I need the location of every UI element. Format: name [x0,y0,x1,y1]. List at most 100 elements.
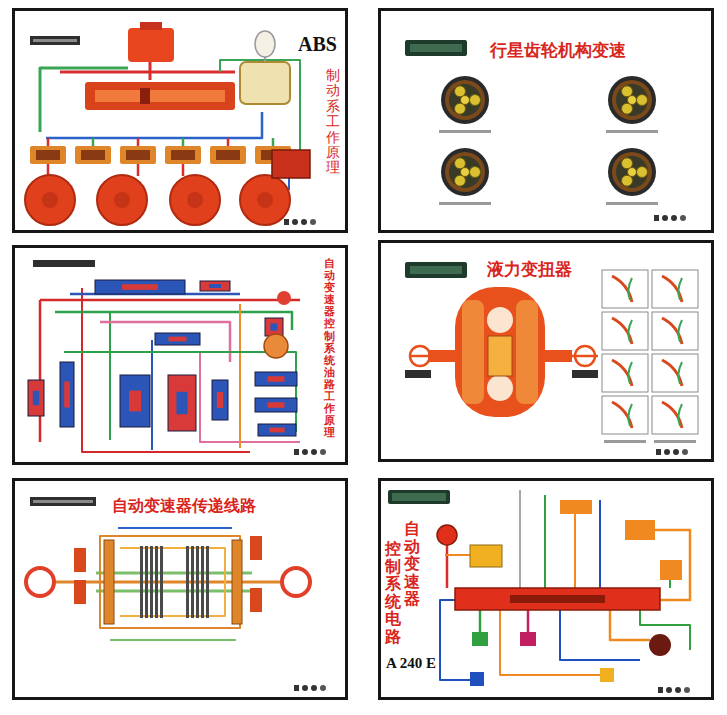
valve-body [255,372,297,386]
gear-caption-bar [606,130,658,133]
valve-feed [182,138,185,146]
valve-spool [268,402,285,408]
oil-line [64,352,296,432]
harness [527,610,530,632]
output-arrow-shaft [572,355,598,358]
harness [440,600,470,680]
vertical-title: 自动变速器控制系统油路工作原理 [324,258,335,439]
brake-booster [240,62,290,104]
maker-dot [675,687,681,693]
nameplate-strip [33,39,77,42]
brake-pedal [255,31,275,57]
piston [140,88,150,104]
valve-spool [217,392,223,408]
oil-line [100,322,230,362]
gear-wheel [74,580,86,604]
reservoir-cap [140,22,162,30]
clutch-plate [186,546,189,618]
valve-body [28,380,44,416]
harness [445,554,470,556]
oil-line [40,299,300,302]
vane-cell [652,396,698,434]
gear-wheel [250,536,262,560]
cell-caption-bar [654,440,696,443]
clutch-plate [160,546,163,618]
clutch-plate [145,546,148,618]
clutch-plate [196,546,199,618]
flow-arrow [678,362,682,384]
flow-arrow [628,404,632,426]
housing-frame [120,548,225,616]
valve-feed [137,138,140,146]
clutch-plate [150,546,153,618]
connector [472,632,488,646]
harness [669,580,671,588]
relay-box [660,560,682,580]
maker-mark [656,449,661,455]
clutch-plate [155,546,158,618]
turbine [516,300,538,404]
nameplate [30,36,80,45]
board-title: 液力变扭器 [487,258,572,281]
planetary-gear [232,540,242,624]
valve-feed [92,138,95,146]
carrier [616,156,648,188]
planet-gear [637,95,648,106]
harness [446,545,449,588]
modulator-valve [210,146,246,164]
ring-gear [441,148,489,196]
valve-body [255,398,297,412]
converter-housing [455,287,545,417]
wheel-hub [187,192,203,208]
ring-gear [608,148,656,196]
valve-spool [176,392,187,414]
wheel-brake [25,175,75,225]
nameplate [30,497,96,506]
valve-spool [129,391,141,412]
nameplate-window [392,493,446,501]
valve-body [265,318,283,336]
valve-spool [64,382,70,408]
valve-spool [33,391,39,405]
maker-mark [294,449,299,455]
housing-frame [100,536,240,628]
abs-ecu [272,150,310,178]
link-rod [118,527,232,529]
maker-dot [310,219,316,225]
ring-teeth [612,152,652,192]
board-title: 行星齿轮机构变速 [490,39,626,62]
pump-impeller [462,300,484,404]
nameplate-window [410,266,462,274]
sun-gear [461,168,470,177]
vane-blade [662,318,682,344]
maker-mark [284,219,289,225]
maker-dot [302,685,308,691]
cylinder-bore [95,90,225,102]
wheel-line [137,164,140,176]
harness [519,490,521,588]
wheel-brake [97,175,147,225]
connector [470,672,484,686]
carrier [449,156,481,188]
pedal-rod [264,57,266,62]
display-board: 自动变速器传递线路 [12,478,348,700]
intermediate-shaft [96,572,252,575]
valve-body [95,280,185,294]
link-rod [110,639,236,641]
reservoir [128,28,174,62]
vane-cell [602,312,648,350]
fluid-chamber [487,375,513,401]
flow-arrow [678,320,682,342]
maker-dot [301,219,307,225]
harness [560,610,640,660]
harness [544,495,546,588]
pressure-line [46,112,262,138]
nameplate [33,260,95,267]
sun-gear [461,96,470,105]
gear-caption-bar [606,202,658,205]
vane-blade [662,360,682,386]
harness [479,610,482,632]
oil-pump [277,291,291,305]
